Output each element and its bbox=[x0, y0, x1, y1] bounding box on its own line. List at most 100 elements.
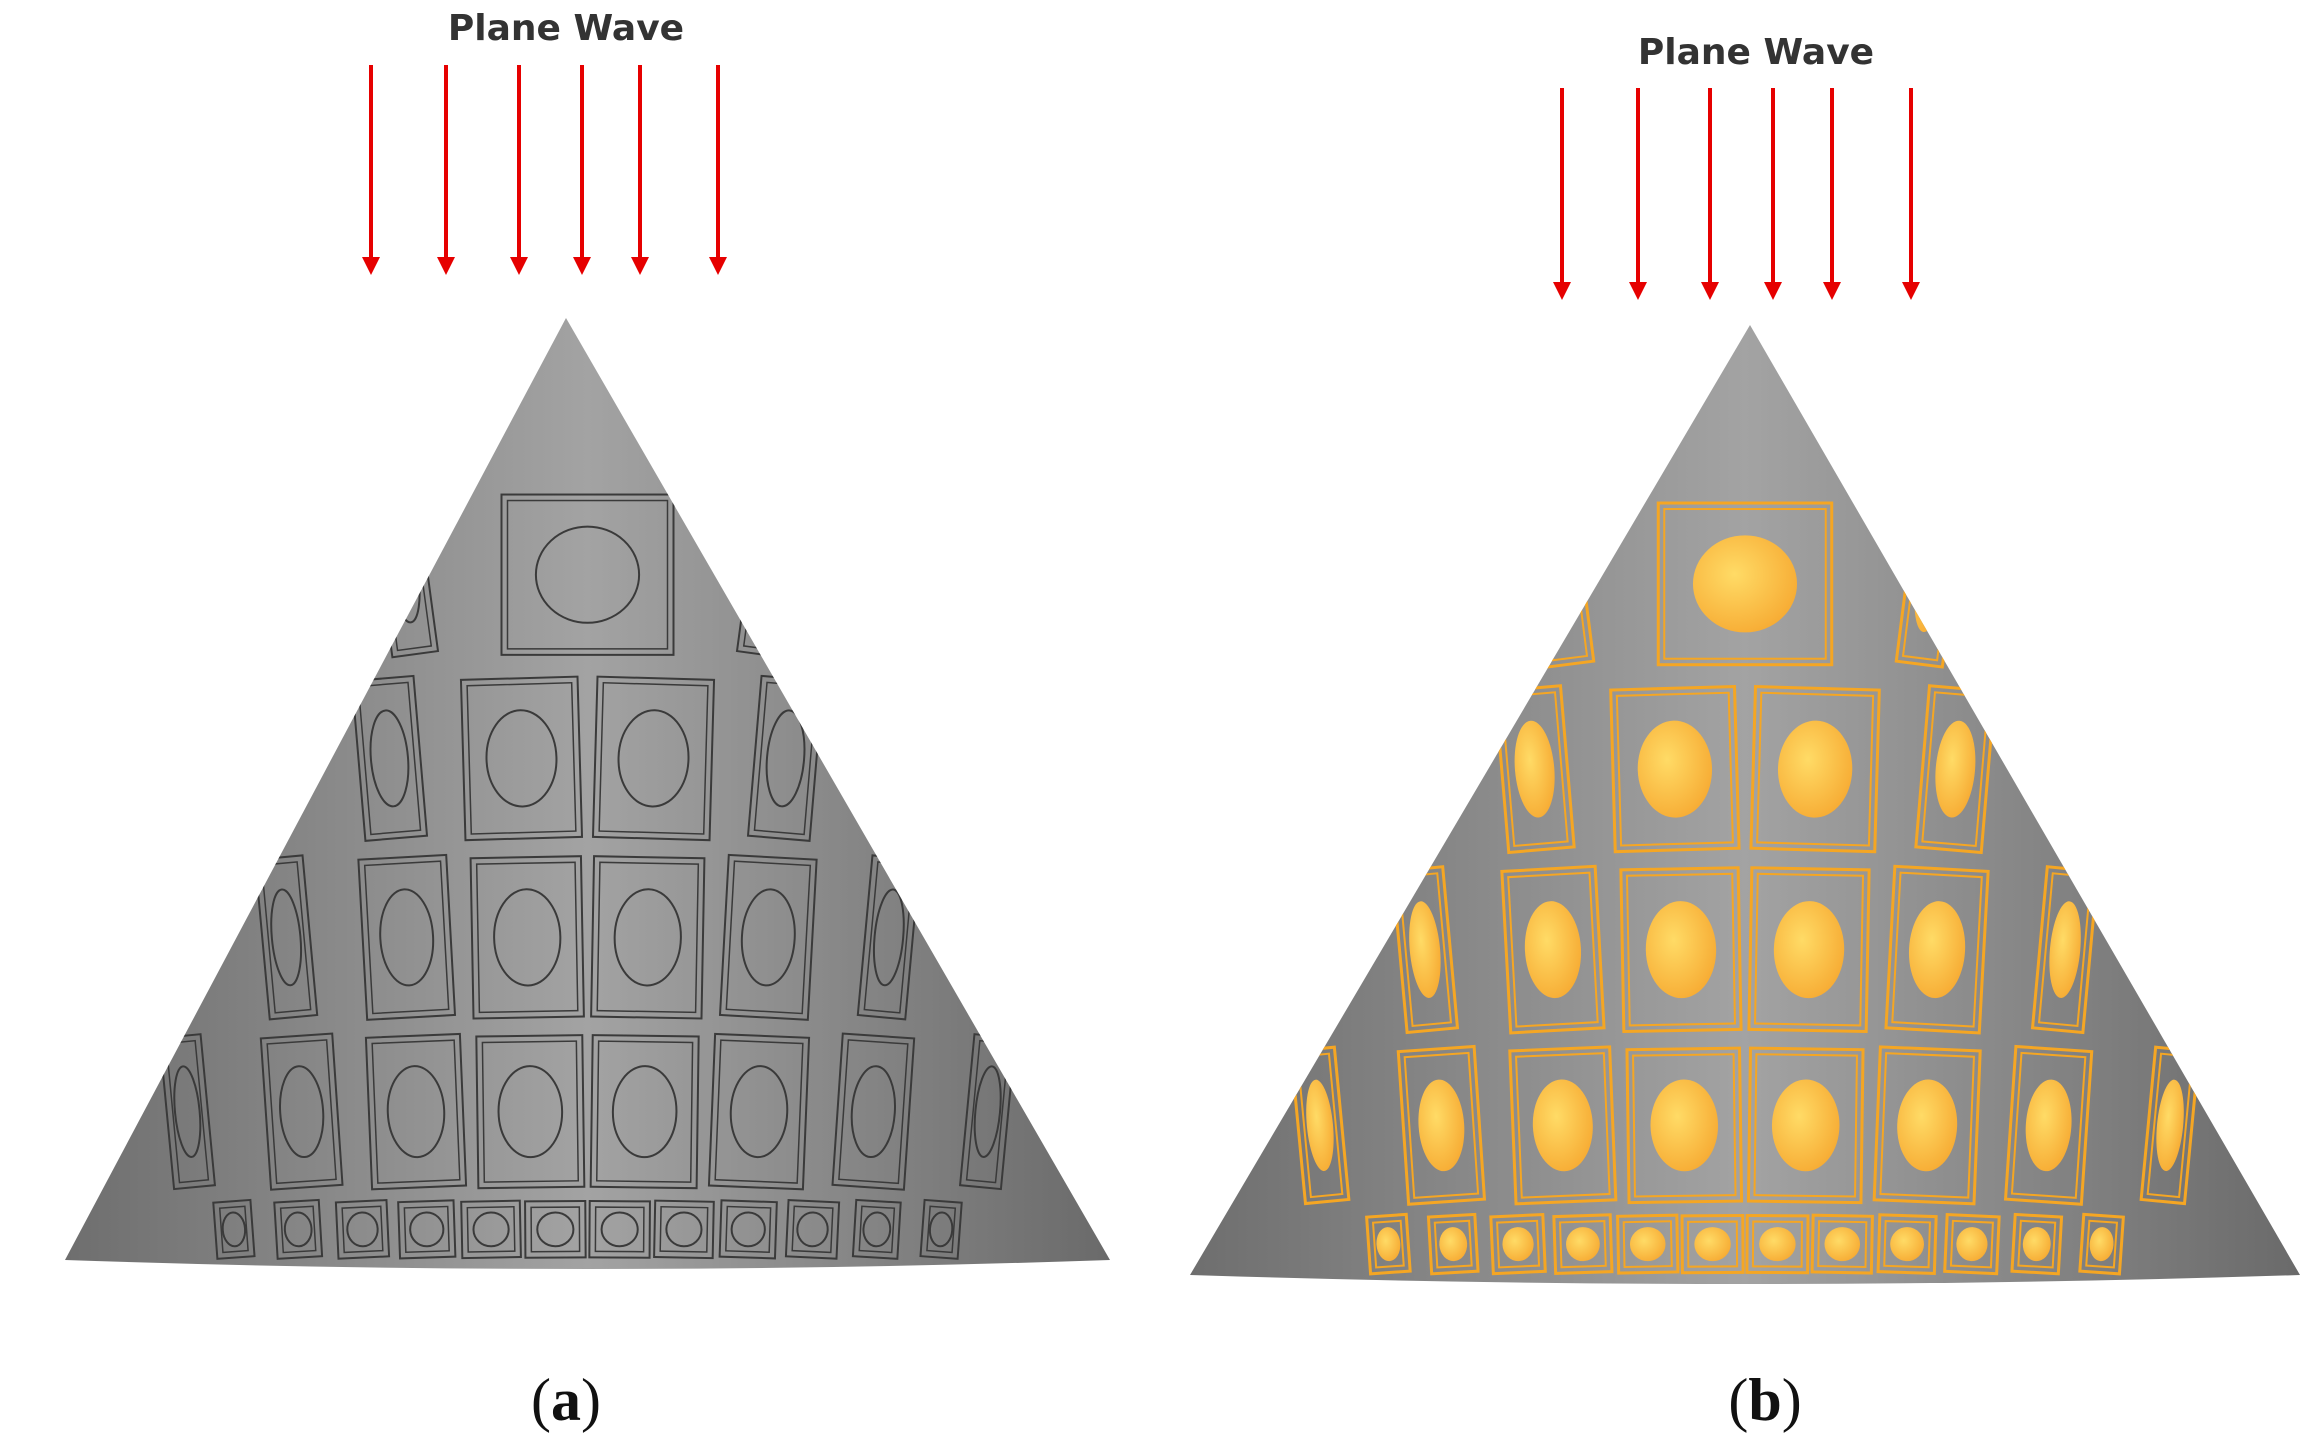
unit-cell bbox=[469, 855, 585, 1020]
unit-cell bbox=[1810, 1213, 1874, 1275]
patch bbox=[1439, 1227, 1468, 1262]
plane-wave-arrows bbox=[362, 65, 727, 275]
patch bbox=[1773, 901, 1845, 999]
patch bbox=[1502, 1227, 1534, 1262]
arrowhead bbox=[631, 257, 649, 275]
patch bbox=[1650, 1079, 1719, 1172]
unit-cell bbox=[1289, 1045, 1351, 1206]
unit-cell bbox=[1077, 1033, 1110, 1190]
unit-cell bbox=[1876, 1213, 1938, 1275]
patch bbox=[1306, 1079, 1334, 1172]
unit-cell bbox=[1365, 1212, 1412, 1276]
patch bbox=[754, 525, 787, 624]
patch bbox=[611, 1065, 678, 1159]
unit-cell bbox=[1363, 684, 1425, 854]
unit-cell bbox=[212, 1198, 256, 1260]
unit-cell bbox=[2003, 1044, 2094, 1206]
arrowhead bbox=[573, 257, 591, 275]
patch bbox=[1771, 1079, 1840, 1172]
unit-cell bbox=[1680, 1214, 1745, 1275]
unit-cell bbox=[589, 1034, 700, 1190]
unit-cell bbox=[2078, 1212, 2125, 1276]
unit-cell bbox=[334, 1199, 391, 1260]
patch bbox=[485, 709, 558, 808]
unit-cell bbox=[397, 1199, 457, 1260]
cone-surface bbox=[1190, 325, 2300, 1284]
arrowhead bbox=[1764, 282, 1782, 300]
patch bbox=[1285, 901, 1309, 998]
unit-cell bbox=[1619, 866, 1743, 1034]
unit-cell bbox=[357, 853, 457, 1021]
patch bbox=[388, 525, 421, 624]
patch bbox=[1777, 720, 1853, 818]
unit-cell bbox=[273, 1198, 324, 1260]
unit-cell bbox=[1500, 864, 1606, 1035]
patch bbox=[1514, 720, 1555, 818]
arrowhead bbox=[437, 257, 455, 275]
unit-cell bbox=[653, 1199, 715, 1260]
patch bbox=[279, 1065, 325, 1159]
unit-cell bbox=[718, 853, 818, 1021]
patch bbox=[173, 1065, 202, 1158]
patch bbox=[1759, 1227, 1796, 1262]
patch bbox=[493, 888, 562, 987]
patch bbox=[1524, 901, 1582, 999]
unit-cell bbox=[851, 1198, 902, 1260]
unit-cell bbox=[1396, 1044, 1487, 1206]
unit-cell bbox=[65, 1033, 98, 1190]
unit-cell bbox=[1746, 1046, 1865, 1205]
unit-cell bbox=[1508, 1045, 1618, 1206]
unit-cell bbox=[259, 1032, 344, 1191]
patch bbox=[346, 1211, 379, 1248]
patch bbox=[1637, 720, 1713, 818]
unit-cell bbox=[139, 854, 193, 1020]
patch bbox=[283, 1211, 313, 1248]
patch bbox=[2156, 1079, 2184, 1172]
patch bbox=[409, 1211, 445, 1248]
patch bbox=[1908, 901, 1966, 999]
unit-cell bbox=[591, 675, 716, 842]
patch bbox=[65, 1065, 85, 1158]
unit-cell bbox=[919, 1198, 963, 1260]
arrowhead bbox=[1629, 282, 1647, 300]
unit-cell bbox=[707, 1032, 811, 1191]
patch bbox=[221, 1211, 247, 1248]
unit-cell bbox=[1625, 1046, 1744, 1205]
patch bbox=[153, 888, 178, 987]
arrowhead bbox=[510, 257, 528, 275]
patch bbox=[904, 709, 931, 808]
unit-cell bbox=[1872, 1045, 1982, 1206]
plane-wave-arrows bbox=[1553, 88, 1920, 300]
unit-cell bbox=[1616, 1213, 1680, 1275]
unit-cell bbox=[1747, 866, 1871, 1034]
patch bbox=[872, 888, 905, 987]
unit-cell bbox=[1943, 1213, 2001, 1276]
patch bbox=[270, 888, 303, 987]
arrowhead bbox=[1902, 282, 1920, 300]
patch bbox=[1935, 720, 1976, 818]
caption: (b) bbox=[1728, 1367, 1801, 1433]
patch bbox=[472, 1211, 510, 1248]
patch bbox=[740, 888, 796, 987]
unit-cell bbox=[459, 675, 584, 842]
unit-cell bbox=[1489, 1213, 1547, 1276]
arrowhead bbox=[362, 257, 380, 275]
patch bbox=[1532, 1079, 1593, 1172]
patch bbox=[1956, 1227, 1988, 1262]
patch bbox=[1692, 535, 1798, 633]
patch bbox=[386, 1065, 446, 1159]
patch bbox=[1629, 1227, 1666, 1262]
unit-cell bbox=[364, 1032, 468, 1191]
patch bbox=[796, 1211, 829, 1248]
unit-cell bbox=[1745, 1214, 1810, 1275]
unit-cell bbox=[888, 675, 947, 842]
patch bbox=[1566, 1227, 1600, 1262]
patch bbox=[369, 709, 410, 808]
patch bbox=[1190, 1079, 1210, 1171]
unit-cell bbox=[1749, 685, 1881, 854]
patch bbox=[730, 1211, 766, 1248]
patch bbox=[2049, 901, 2081, 998]
unit-cell bbox=[982, 854, 1036, 1020]
patch bbox=[536, 1211, 575, 1248]
